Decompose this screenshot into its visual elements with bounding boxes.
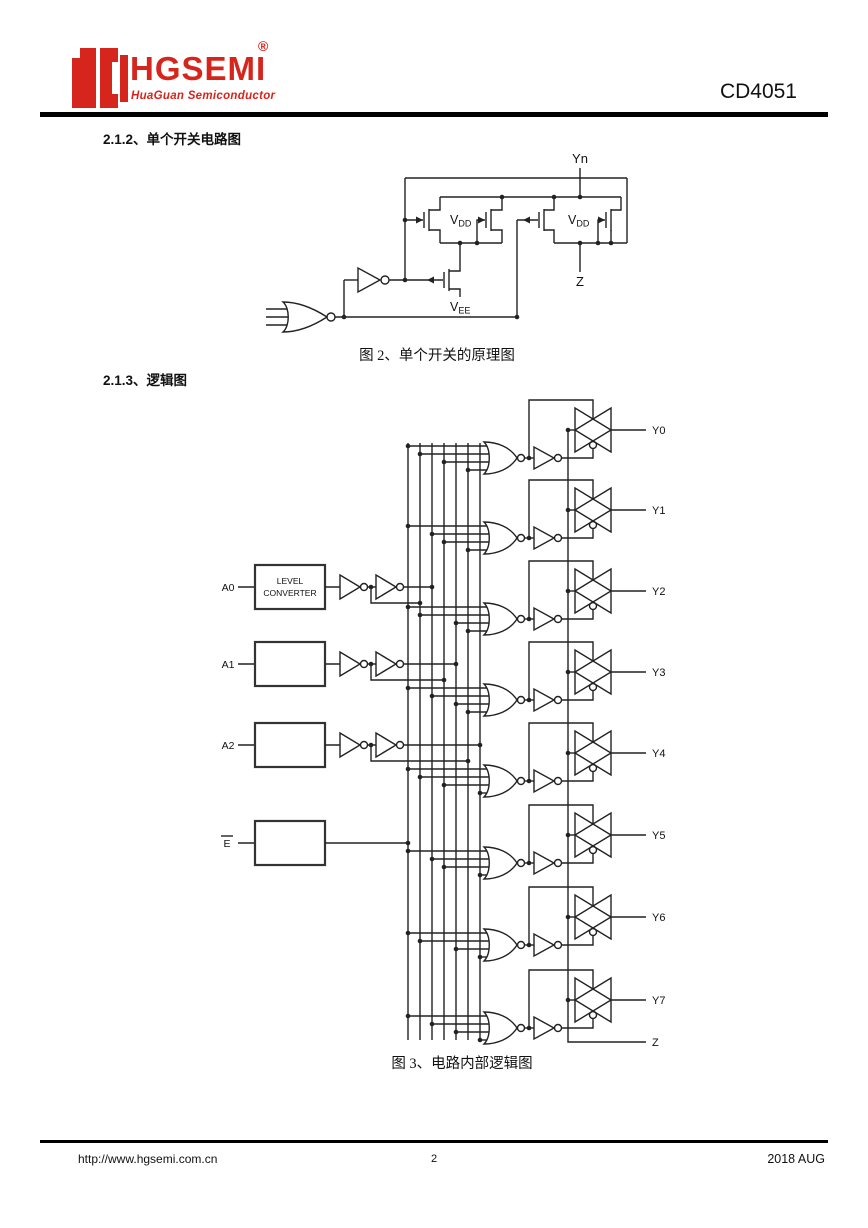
input-label-a0: A0 <box>222 582 235 594</box>
figure3-caption: 图 3、电路内部逻辑图 <box>391 1056 533 1072</box>
mosfet-symbol <box>517 197 555 243</box>
logic-row: Y0 <box>405 399 665 475</box>
hgsemi-logo-icon <box>72 48 128 108</box>
input-label-a2: A2 <box>222 740 235 752</box>
mosfet-symbol <box>476 197 503 243</box>
brand-wordmark: HGSEMI <box>130 50 267 87</box>
logic-diagram-static: A0 LEVEL CONVERTER A1 A2 E <box>221 430 659 1049</box>
mosfet-symbol <box>597 197 622 243</box>
inverter-pair <box>325 731 405 759</box>
net-label-vdd: VDD <box>568 213 590 229</box>
inverter-gate-icon <box>533 687 563 713</box>
figure3-logic-diagram: A0 LEVEL CONVERTER A1 A2 E <box>221 399 665 1049</box>
output-label: Y2 <box>652 586 665 598</box>
logic-row: Y5 <box>405 804 665 880</box>
logic-row: Y2 <box>405 560 665 636</box>
net-label-vdd: VDD <box>450 213 472 229</box>
output-label: Y6 <box>652 912 665 924</box>
footer-date: 2018 AUG <box>767 1152 825 1166</box>
input-label-e-bar: E <box>223 838 230 850</box>
inverter-pair <box>325 650 405 678</box>
output-label: Y5 <box>652 830 665 842</box>
logic-row: Y3 <box>405 641 665 717</box>
inverter-pair <box>325 573 405 601</box>
output-label: Y7 <box>652 995 665 1007</box>
net-label-vee: VEE <box>450 300 470 316</box>
inverter-gate-icon <box>533 850 563 876</box>
level-converter-label: LEVEL <box>277 576 304 586</box>
section-heading-213: 2.1.3、逻辑图 <box>103 373 188 388</box>
mosfet-symbol <box>389 243 461 297</box>
nor-gate-icon <box>482 602 526 636</box>
output-label-z: Z <box>652 1037 659 1049</box>
logic-row: Y1 <box>405 479 665 555</box>
brand-subtitle: HuaGuan Semiconductor <box>131 90 276 102</box>
inverter-gate-icon <box>533 932 563 958</box>
header-rule <box>40 112 828 117</box>
net-label-yn: Yn <box>572 151 588 166</box>
address-bus-lines <box>407 443 481 1040</box>
page-number: 2 <box>430 1153 438 1165</box>
footer-rule <box>40 1140 828 1143</box>
output-label: Y0 <box>652 425 665 437</box>
nor-gate-icon <box>482 1011 526 1045</box>
inverter-gate-icon <box>533 606 563 632</box>
schematic-wires <box>335 168 628 318</box>
logic-row: Y4 <box>405 722 665 798</box>
logic-row: Y6 <box>405 886 665 962</box>
output-label: Y4 <box>652 748 665 760</box>
output-label: Y1 <box>652 505 665 517</box>
part-number: CD4051 <box>719 80 797 103</box>
input-label-a1: A1 <box>222 659 235 671</box>
figure2-caption: 图 2、单个开关的原理图 <box>359 348 515 364</box>
input-inverter-pairs <box>325 573 405 759</box>
nor-gate-icon <box>266 301 336 333</box>
logic-row: Y7 <box>405 969 665 1045</box>
nor-gate-icon <box>482 521 526 555</box>
inverter-gate-icon <box>533 1015 563 1041</box>
figure2-schematic: Yn VDD VDD VEE Z <box>266 151 628 333</box>
common-z-bus <box>567 430 646 1043</box>
level-converter-label: CONVERTER <box>263 588 316 598</box>
net-label-z: Z <box>576 274 584 289</box>
nor-gate-icon <box>482 441 526 475</box>
nor-gate-icon <box>482 846 526 880</box>
junction-dots <box>341 194 614 320</box>
inverter-gate-icon <box>533 525 563 551</box>
footer-url: http://www.hgsemi.com.cn <box>78 1152 218 1166</box>
nor-gate-icon <box>482 928 526 962</box>
registered-trademark-icon: ® <box>258 38 269 54</box>
mosfet-symbol <box>405 197 441 243</box>
nor-gate-icon <box>482 683 526 717</box>
nor-gate-icon <box>482 764 526 798</box>
output-label: Y3 <box>652 667 665 679</box>
inverter-gate-icon <box>533 768 563 794</box>
inverter-gate-icon <box>533 445 563 471</box>
inverter-gate-icon <box>344 266 390 294</box>
section-heading-212: 2.1.2、单个开关电路图 <box>103 132 242 147</box>
